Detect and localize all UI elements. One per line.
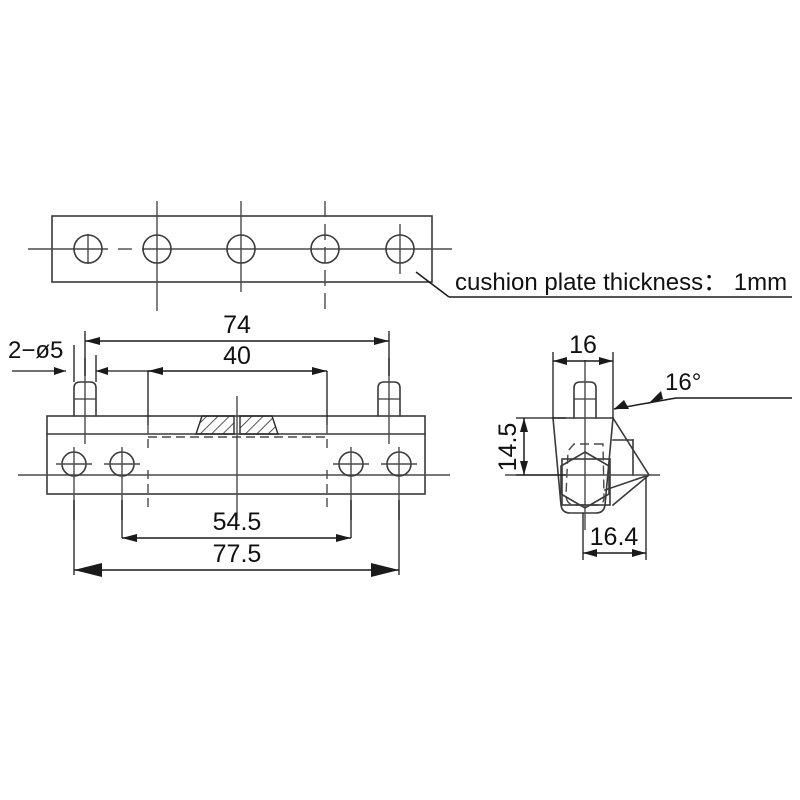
top-view-hole-3 (226, 234, 256, 264)
dim164-arrow-right (632, 549, 646, 557)
dim16-text: 16 (569, 331, 597, 359)
pin-hole-arrow-right (96, 367, 108, 375)
dim16deg-text: 16° (665, 369, 701, 396)
pin-hole-dimension-label: 2−ø5 (8, 337, 63, 364)
front-view-hatch-left (195, 415, 235, 435)
dim545-arrow-right (336, 534, 351, 542)
dim16deg-arrow-mid (648, 391, 663, 404)
top-view-group: cushion plate thickness： 1mm (28, 201, 792, 311)
dim74-arrow-right (374, 337, 389, 345)
top-view-hole-2 (142, 234, 172, 264)
dim145-arrow-bottom (520, 461, 528, 475)
front-view-body-outline (46, 415, 426, 495)
dim164-text: 16.4 (590, 523, 639, 551)
dim145-arrow-top (520, 418, 528, 432)
front-view-hatch-right (239, 415, 279, 435)
dim40-arrow-right (312, 367, 327, 375)
side-view-body-outline (552, 417, 614, 514)
dim74-text: 74 (223, 311, 251, 339)
cushion-plate-note: cushion plate thickness： 1mm (455, 269, 787, 296)
dim775-text: 77.5 (213, 540, 262, 568)
top-view-hole-4 (310, 234, 340, 264)
top-view-hole-1 (73, 234, 103, 264)
dim775-arrow-right (371, 563, 399, 577)
front-view-group (18, 358, 450, 520)
side-view-hex-nut (560, 451, 610, 509)
pin-hole-arrow-left (54, 367, 66, 375)
front-view-dimensions: 2−ø5 74 40 54.5 77.5 (8, 311, 400, 577)
dim16-arrow-left (553, 357, 567, 365)
dim145-text: 14.5 (494, 423, 522, 472)
side-view-wedge-lower-edge (603, 473, 651, 492)
dim40-text: 40 (223, 342, 251, 370)
dim74-arrow-left (85, 337, 100, 345)
dim775-arrow-left (74, 563, 102, 577)
side-view-dimensions: 16 14.5 16° 16.4 (494, 331, 792, 560)
top-view-hole-5 (385, 234, 415, 264)
dim16deg-arrow-left (614, 400, 629, 409)
dim40-arrow-left (148, 367, 163, 375)
cushion-note-leader-line (415, 271, 450, 298)
dim16-arrow-right (599, 357, 613, 365)
dim545-text: 54.5 (213, 508, 262, 536)
dim545-arrow-left (122, 534, 137, 542)
dim164-arrow-left (583, 549, 597, 557)
side-view-square-recess (561, 458, 611, 506)
